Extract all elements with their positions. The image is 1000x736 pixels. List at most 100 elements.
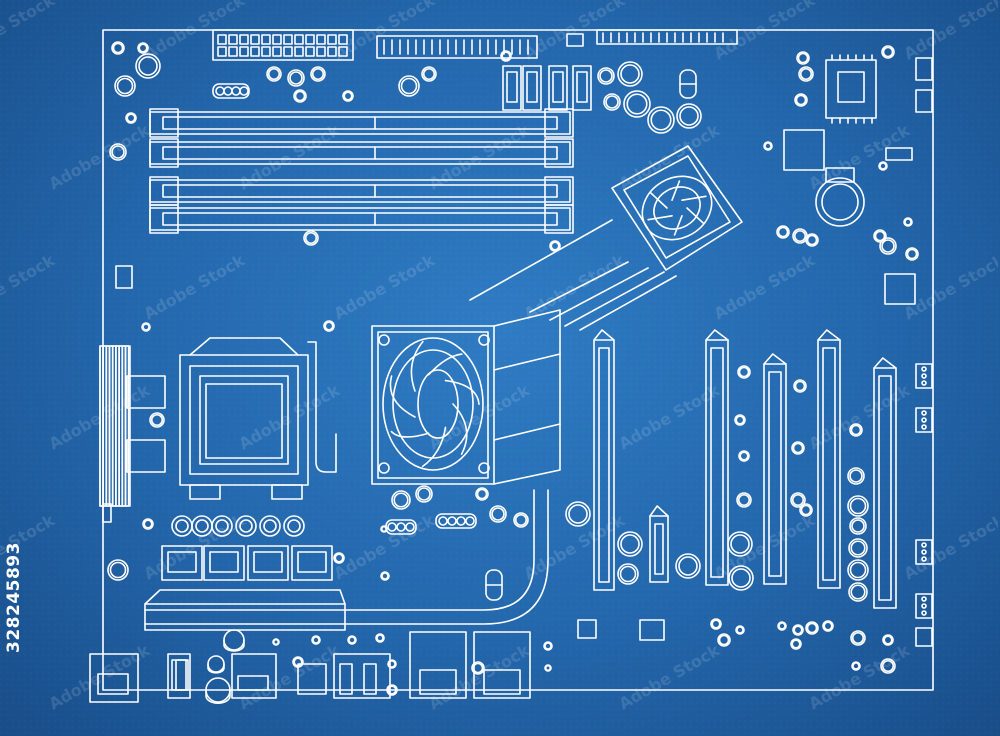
dimm-slot — [149, 108, 574, 138]
capacitor — [549, 240, 561, 252]
capacitor-ring — [603, 93, 621, 111]
capacitor-ring — [718, 634, 730, 646]
capacitor-ring — [142, 323, 150, 331]
capacitor — [776, 225, 790, 239]
capacitor — [398, 75, 420, 97]
capacitor-ring — [906, 248, 918, 260]
heat-pipe-line — [144, 489, 549, 625]
capacitor-ring — [417, 487, 431, 501]
fan-header — [115, 265, 133, 289]
chipset-fan-rotor — [641, 175, 713, 241]
capacitor — [873, 229, 887, 243]
capacitor-ring — [421, 66, 437, 82]
capacitor — [293, 89, 307, 103]
capacitor — [149, 412, 165, 428]
capacitor-ring — [619, 565, 637, 583]
capacitor — [791, 441, 805, 455]
capacitor-ring — [736, 492, 752, 508]
capacitor-ring — [727, 531, 753, 557]
io-ports — [89, 631, 531, 703]
capacitor — [617, 563, 639, 585]
capacitor-ring — [717, 633, 731, 647]
dimm-latch — [149, 204, 179, 234]
pin — [921, 366, 927, 372]
capacitor-ring — [400, 77, 418, 95]
connector-pin — [338, 46, 348, 57]
battery-holder — [815, 167, 865, 227]
choke-ring — [175, 519, 189, 533]
connector-pin — [261, 34, 271, 45]
capacitor-ring — [380, 571, 390, 581]
capacitor-ring — [387, 659, 397, 669]
capacitor — [107, 559, 129, 581]
capacitor-ring — [142, 518, 154, 530]
capacitor-ring — [491, 507, 505, 521]
capacitor-ring — [141, 322, 151, 332]
mosfet-tab — [297, 551, 327, 573]
capacitor-ring — [881, 239, 895, 253]
slot-body — [649, 515, 669, 583]
capacitor-ring — [422, 67, 436, 81]
sata-port — [572, 65, 592, 111]
capacitor — [375, 633, 385, 643]
capacitor-ring — [565, 501, 591, 527]
capacitor-ring — [304, 231, 318, 245]
capacitor — [617, 61, 643, 87]
fan-blade — [686, 207, 705, 225]
inductor-body — [385, 519, 417, 535]
capacitor-ring — [550, 241, 560, 251]
capacitor-ring — [135, 53, 161, 79]
fan-blade — [444, 379, 480, 405]
fan-blade — [647, 214, 673, 221]
cpu-socket-pad — [205, 383, 283, 459]
capacitor-ring — [111, 41, 125, 55]
capacitor-ring — [620, 64, 640, 84]
capacitor — [111, 41, 125, 55]
connector-pin — [217, 46, 227, 57]
inductor-coil — [438, 516, 448, 526]
chipset-fan-frame — [611, 145, 743, 271]
dimm-slot — [149, 204, 574, 234]
southbridge-heatsink — [144, 603, 346, 631]
usb-connector — [175, 659, 189, 691]
capacitor-ring — [476, 488, 488, 500]
ps2-port — [89, 653, 139, 703]
capacitor — [333, 552, 345, 564]
mosfet-tab — [167, 551, 197, 573]
capacitor-ring — [347, 635, 357, 645]
choke-ring — [211, 515, 233, 537]
capacitor — [603, 93, 621, 111]
capacitor-ring — [114, 75, 136, 97]
pin — [921, 596, 927, 602]
inductor-coil — [456, 516, 466, 526]
capacitor — [734, 414, 746, 426]
capacitor-ring — [544, 642, 552, 650]
connector-pin — [294, 46, 304, 57]
capacitor-ring — [116, 77, 134, 95]
slot-top — [873, 357, 897, 369]
capacitor-ring — [471, 661, 485, 675]
capacitor — [565, 501, 591, 527]
capacitor-ring — [500, 50, 512, 62]
bios-chip-body — [825, 59, 877, 119]
sata-port-body — [522, 65, 542, 111]
battery-cr2032 — [821, 183, 859, 221]
capacitor-ring — [799, 503, 813, 517]
inductor-coil — [447, 516, 457, 526]
chipset-fan-hub — [653, 186, 701, 230]
capacitor-ring — [267, 67, 281, 81]
capacitor-ring — [143, 519, 153, 529]
capacitor-ring — [735, 625, 745, 635]
sata-port — [502, 65, 522, 111]
cpu-socket-lever — [307, 341, 337, 473]
capacitor-ring — [792, 624, 804, 636]
audio-usb-stack — [333, 653, 391, 699]
serial-port — [231, 653, 277, 699]
choke-ring — [287, 519, 301, 533]
pci-slot — [817, 329, 841, 589]
capacitor-ring — [806, 234, 818, 246]
capacitor — [847, 559, 869, 581]
jumper — [885, 147, 913, 161]
mosfet-body — [247, 545, 289, 581]
capacitor-ring — [415, 485, 433, 503]
